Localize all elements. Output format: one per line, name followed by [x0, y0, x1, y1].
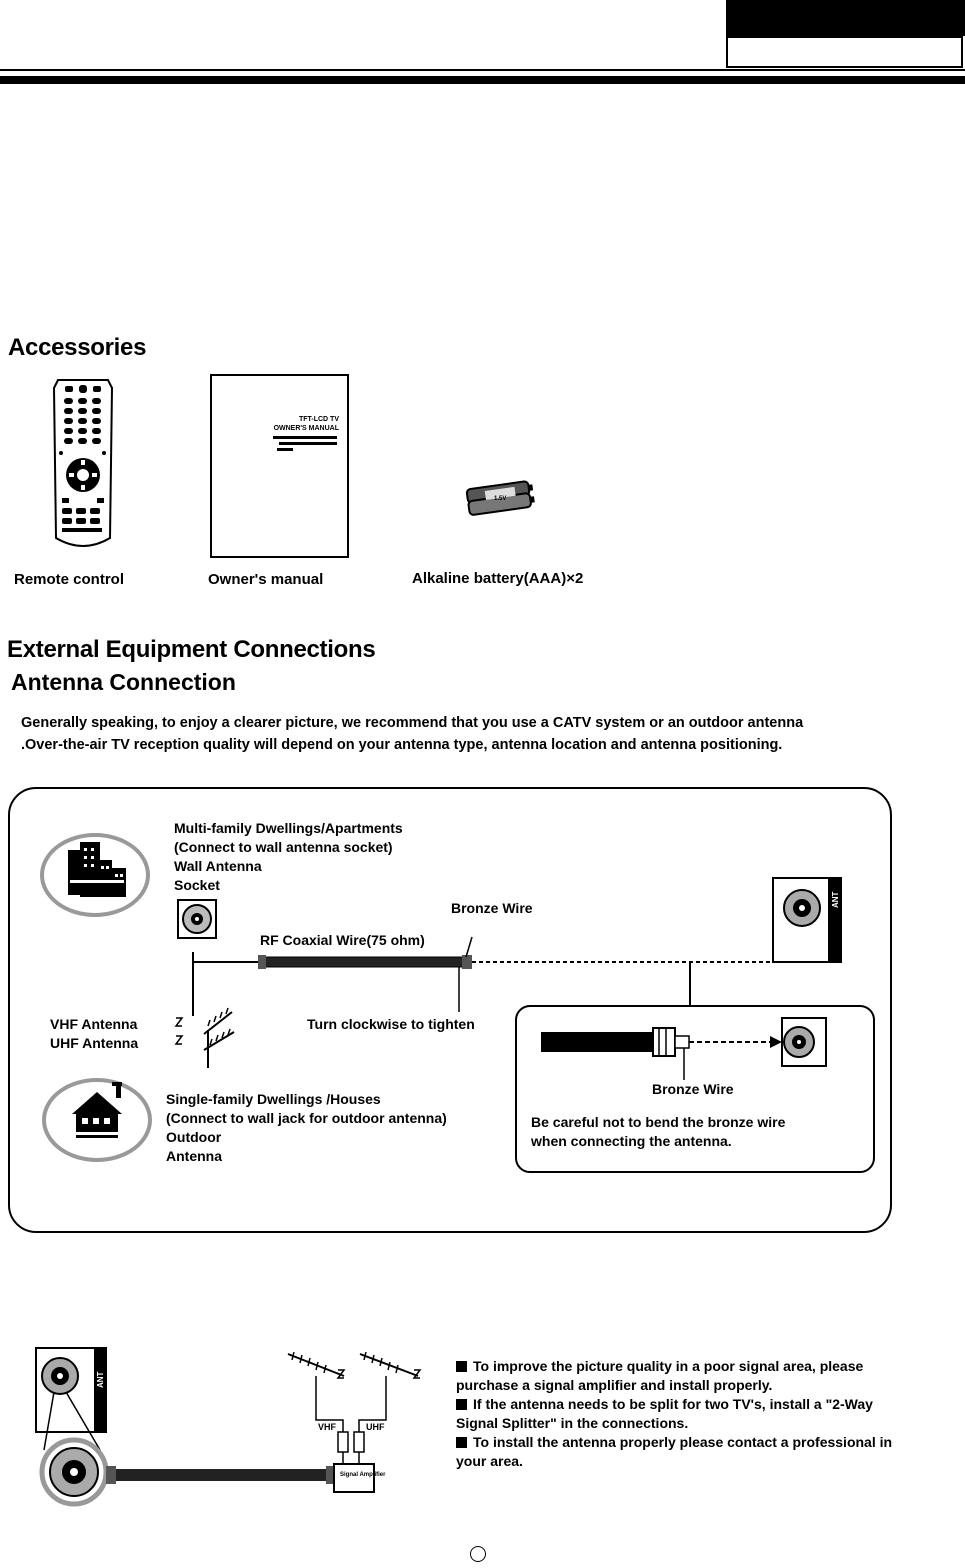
vhf-antenna-label: VHF Antenna — [50, 1016, 138, 1032]
page-number-circle — [470, 1546, 486, 1562]
single-family-label: Single-family Dwellings /Houses (Connect… — [166, 1090, 447, 1166]
manual-cover-line1: TFT-LCD TV — [298, 416, 339, 423]
amplifier-diagram: ANT Signal Amplifier VHF UHF — [35, 1347, 422, 1507]
manual-cover-bar — [279, 442, 337, 445]
tip-item: To install the antenna properly please c… — [456, 1433, 906, 1471]
uhf-tag: UHF — [366, 1422, 385, 1432]
multi-family-line: Wall Antenna — [174, 858, 262, 874]
tip-item: To improve the picture quality in a poor… — [456, 1357, 906, 1395]
single-family-line: Outdoor — [166, 1129, 222, 1145]
vhf-tag: VHF — [318, 1422, 337, 1432]
multi-family-line: Multi-family Dwellings/Apartments — [174, 820, 403, 836]
header-rule-thin — [0, 69, 965, 71]
header-rule-thick — [0, 76, 965, 84]
careful-note-line: when connecting the antenna. — [531, 1133, 732, 1149]
tip-text: To improve the picture quality in a poor… — [456, 1358, 864, 1393]
header-page-box — [726, 36, 963, 68]
manual-cover-line2: OWNER'S MANUAL — [273, 425, 339, 432]
owners-manual-illustration: TFT-LCD TV OWNER'S MANUAL — [210, 374, 349, 558]
careful-note-line: Be careful not to bend the bronze wire — [531, 1114, 786, 1130]
tip-text: To install the antenna properly please c… — [456, 1434, 893, 1469]
antenna-diagram-graphics: ANT — [40, 833, 875, 1173]
tip-text: If the antenna needs to be split for two… — [456, 1396, 873, 1431]
single-family-line: (Connect to wall jack for outdoor antenn… — [166, 1110, 447, 1126]
external-connections-title: External Equipment Connections — [7, 636, 376, 663]
single-family-line: Single-family Dwellings /Houses — [166, 1091, 381, 1107]
multi-family-line: (Connect to wall antenna socket) — [174, 839, 393, 855]
bronze-wire-label-inset: Bronze Wire — [652, 1081, 734, 1097]
tv-ant-label: ANT — [831, 891, 840, 908]
bullet-square-icon — [456, 1437, 467, 1448]
accessories-title: Accessories — [8, 334, 147, 361]
antenna-intro-paragraph: Generally speaking, to enjoy a clearer p… — [21, 715, 804, 753]
accessory-caption-battery: Alkaline battery(AAA)×2 — [412, 570, 584, 587]
coaxial-wire-label: RF Coaxial Wire(75 ohm) — [260, 932, 425, 948]
single-family-line: Antenna — [166, 1148, 222, 1164]
amplifier-tag: Signal Amplifier — [340, 1472, 386, 1478]
antenna-connection-title: Antenna Connection — [11, 669, 236, 695]
accessory-caption-manual: Owner's manual — [208, 571, 324, 588]
multi-family-label: Multi-family Dwellings/Apartments (Conne… — [174, 819, 403, 895]
multi-family-line: Socket — [174, 877, 220, 893]
turn-clockwise-label: Turn clockwise to tighten — [307, 1016, 475, 1032]
bronze-wire-label-top: Bronze Wire — [451, 900, 533, 916]
uhf-antenna-label: UHF Antenna — [50, 1035, 139, 1051]
battery-illustration: 1.5V — [465, 480, 535, 516]
tip-item: If the antenna needs to be split for two… — [456, 1395, 906, 1433]
battery-label: 1.5V — [494, 496, 506, 502]
remote-control-illustration — [52, 379, 114, 547]
tips-list: To improve the picture quality in a poor… — [456, 1357, 906, 1471]
manual-cover-bar — [277, 448, 293, 451]
bullet-square-icon — [456, 1399, 467, 1410]
header-black-tab — [726, 0, 965, 36]
accessory-caption-remote: Remote control — [14, 571, 125, 588]
ant-label-bottom: ANT — [96, 1371, 105, 1388]
manual-cover-bar — [273, 436, 337, 439]
bullet-square-icon — [456, 1361, 467, 1372]
careful-note: Be careful not to bend the bronze wire w… — [531, 1113, 785, 1151]
antenna-diagram-frame — [8, 787, 892, 1233]
